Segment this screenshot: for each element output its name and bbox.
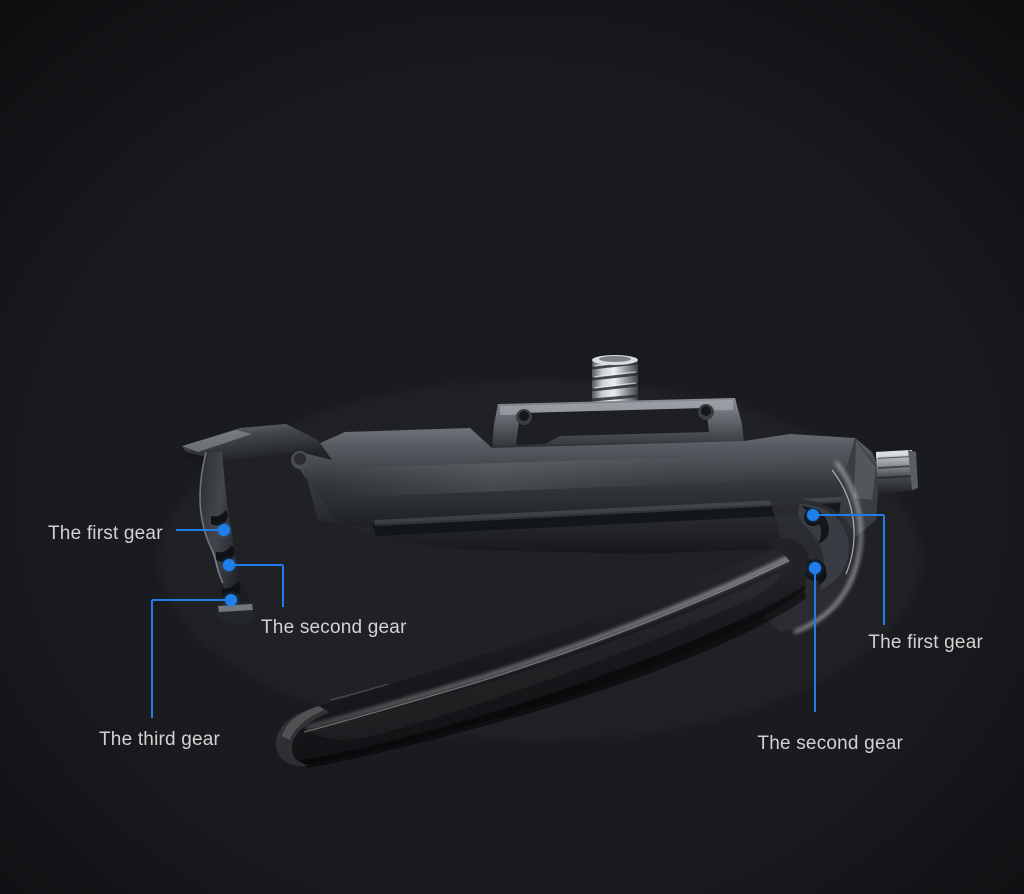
callout-leader-line	[814, 568, 816, 712]
callout-label-right-first-gear: The first gear	[868, 632, 983, 653]
callout-leader-line	[152, 599, 231, 601]
callout-label-right-second-gear: The second gear	[757, 733, 903, 754]
callout-leader-line	[229, 564, 283, 566]
callout-label-left-third-gear: The third gear	[99, 729, 221, 750]
callout-leader-line	[282, 565, 284, 607]
callout-dot[interactable]	[809, 562, 821, 574]
callout-label-left-second-gear: The second gear	[261, 617, 407, 638]
callout-dot[interactable]	[225, 594, 237, 606]
callout-dot[interactable]	[218, 524, 230, 536]
callout-dot[interactable]	[223, 559, 235, 571]
callout-dot[interactable]	[807, 509, 819, 521]
callout-leader-line	[176, 529, 224, 531]
callout-leader-line	[151, 600, 153, 718]
callout-label-left-first-gear: The first gear	[48, 523, 163, 544]
callout-leader-line	[813, 514, 884, 516]
callout-leader-line	[883, 515, 885, 625]
